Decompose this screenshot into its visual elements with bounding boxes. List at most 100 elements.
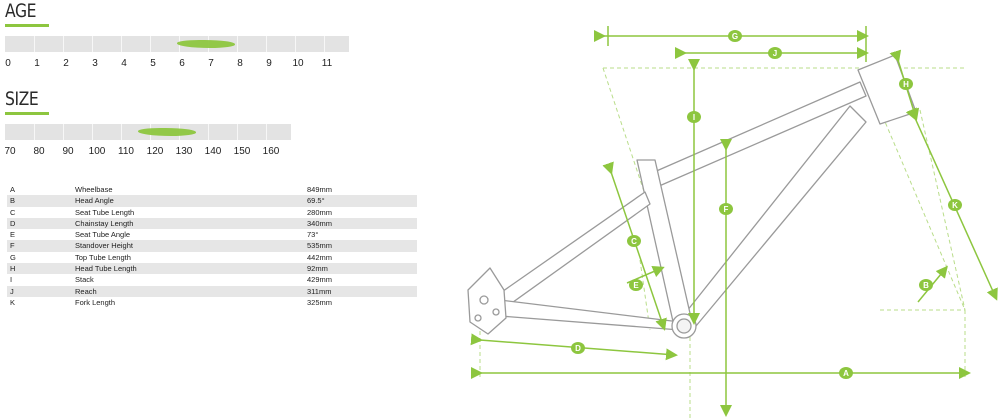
svg-text:J: J [773, 49, 777, 58]
size-title: SIZE [5, 88, 39, 110]
svg-text:H: H [903, 80, 909, 89]
geometry-name: Head Angle [72, 195, 304, 207]
geometry-name: Head Tube Length [72, 263, 304, 275]
size-tick: 90 [62, 146, 74, 157]
size-tick: 70 [4, 146, 16, 157]
geometry-key: B [7, 195, 72, 207]
geometry-row: C Seat Tube Length 280mm [7, 207, 417, 218]
svg-text:K: K [952, 201, 958, 210]
svg-text:I: I [693, 113, 695, 122]
geometry-value: 280mm [307, 207, 333, 217]
age-tick: 9 [266, 58, 272, 69]
geometry-row: A Wheelbase 849mm [7, 184, 417, 195]
age-title: AGE [5, 0, 37, 22]
svg-text:F: F [724, 205, 729, 214]
age-tick: 0 [5, 58, 11, 69]
geometry-value: 311mm [304, 285, 417, 297]
dimension-labels: G J H I F K C E B D A [571, 30, 962, 379]
geometry-key: A [10, 185, 16, 194]
geometry-name: Stack [75, 275, 94, 285]
svg-text:E: E [633, 281, 639, 290]
geometry-key: E [10, 230, 16, 240]
size-tick: 150 [233, 146, 251, 157]
size-range-indicator [138, 128, 197, 136]
label-f: F [719, 203, 733, 215]
label-a: A [839, 367, 853, 379]
age-underline [5, 24, 49, 27]
size-tick: 100 [88, 146, 106, 157]
svg-text:B: B [923, 281, 929, 290]
geometry-name: Top Tube Length [75, 252, 131, 262]
size-bar [5, 124, 291, 140]
age-tick: 1 [34, 58, 40, 69]
geometry-key: H [7, 263, 72, 275]
label-d: D [571, 342, 585, 354]
geometry-value: 340mm [304, 217, 417, 230]
age-tick: 7 [208, 58, 214, 69]
age-range-indicator [177, 40, 235, 48]
frame-geometry-diagram: G J H I F K C E B D A [467, 26, 998, 418]
label-k: K [948, 199, 962, 211]
geometry-name: Standover Height [72, 240, 304, 252]
age-scale: 0 1 2 3 4 5 6 7 8 9 10 11 [0, 58, 360, 70]
age-tick: 6 [179, 58, 185, 69]
label-c: C [627, 235, 641, 247]
size-tick: 130 [175, 146, 193, 157]
age-tick: 10 [292, 58, 304, 69]
label-g: G [728, 30, 742, 42]
size-underline [5, 112, 49, 115]
geometry-key: K [10, 297, 16, 307]
geometry-name: Wheelbase [75, 185, 113, 194]
geometry-name: Seat Tube Length [75, 207, 135, 217]
size-tick: 120 [146, 146, 164, 157]
label-h: H [899, 78, 913, 90]
size-scale: 70 80 90 100 110 120 130 140 150 160 [0, 146, 300, 158]
age-bar [5, 36, 349, 52]
age-tick: 4 [121, 58, 127, 69]
label-j: J [768, 47, 782, 59]
geometry-key: J [7, 285, 72, 297]
geometry-key: I [10, 275, 13, 285]
geometry-name: Chainstay Length [72, 217, 304, 230]
geometry-value: 849mm [307, 185, 333, 194]
size-tick: 160 [262, 146, 280, 157]
age-tick: 2 [63, 58, 69, 69]
svg-text:D: D [575, 344, 581, 353]
geometry-value: 325mm [307, 297, 333, 307]
geometry-row: E Seat Tube Angle 73° [7, 229, 417, 240]
geometry-name: Reach [72, 285, 304, 297]
label-i: I [687, 111, 701, 123]
geometry-value: 73° [307, 230, 319, 240]
age-tick: 5 [150, 58, 156, 69]
age-tick: 8 [237, 58, 243, 69]
svg-text:C: C [631, 237, 637, 246]
geometry-name: Fork Length [75, 297, 116, 307]
geometry-key: F [7, 240, 72, 252]
geometry-row: I Stack 429mm [7, 274, 417, 285]
age-tick: 11 [321, 58, 333, 69]
geometry-value: 535mm [304, 240, 417, 252]
geometry-name: Seat Tube Angle [75, 230, 131, 240]
size-tick: 110 [118, 146, 134, 157]
geometry-value: 92mm [304, 263, 417, 275]
dimension-lines [470, 26, 998, 417]
geometry-value: 69.5° [304, 195, 417, 207]
geometry-value: 429mm [307, 275, 333, 285]
geometry-row: K Fork Length 325mm [7, 297, 417, 308]
geometry-value: 442mm [307, 252, 333, 262]
svg-text:G: G [732, 32, 738, 41]
size-tick: 140 [204, 146, 222, 157]
geometry-key: C [10, 207, 16, 217]
label-b: B [919, 279, 933, 291]
bike-frame [467, 54, 917, 339]
size-tick: 80 [33, 146, 45, 157]
label-e: E [629, 279, 643, 291]
age-tick: 3 [92, 58, 98, 69]
